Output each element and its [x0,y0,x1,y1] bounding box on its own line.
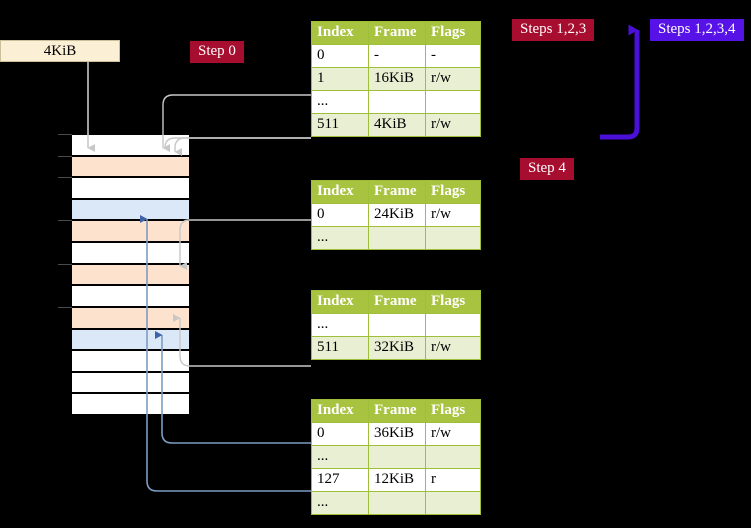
table-cell: ... [311,445,369,469]
memory-frame [71,285,190,307]
table-row: 0-- [311,44,481,68]
memory-frame-tick [58,155,72,157]
table-header-cell: Index [311,399,369,423]
table-header-cell: Index [311,180,369,204]
wire-steps-bracket [600,24,640,140]
badge-steps-123: Steps 1,2,3 [512,19,595,41]
table-cell: 32KiB [368,336,426,360]
memory-frame [71,242,190,264]
table-header-cell: Frame [368,180,426,204]
table-cell: r/w [425,113,481,137]
table-row: ... [311,491,481,515]
table-row: ... [311,226,481,250]
badge-step-0: Step 0 [190,41,244,63]
memory-frame [71,177,190,199]
table-cell: 16KiB [368,67,426,91]
memory-frame [71,371,190,394]
wire-t1-511-to-frame [174,137,311,156]
table-cell [425,313,481,337]
table-cell: ... [311,90,369,114]
table-header-cell: Frame [368,290,426,314]
virtual-page-label: 4KiB [43,42,77,59]
table-cell: 0 [311,203,369,227]
wire-t2-0-to-frame [179,219,311,270]
badge-step-4: Step 4 [520,158,574,180]
wire-t3-511-to-frame [173,314,311,367]
table-header-cell: Frame [368,21,426,45]
virtual-page-box: 4KiB [0,40,120,62]
table-row: ... [311,445,481,469]
memory-frame-tick [58,134,72,135]
table-header-cell: Frame [368,399,426,423]
memory-frame [71,134,190,156]
table-cell: 127 [311,468,369,492]
table-cell: - [425,44,481,68]
physical-memory-column [71,134,190,416]
table-cell: 4KiB [368,113,426,137]
table-cell [368,226,426,250]
table-cell: 511 [311,336,369,360]
table-cell: ... [311,491,369,515]
memory-frame [71,263,190,286]
table-cell: r [425,468,481,492]
table-row: ... [311,313,481,337]
memory-frame [71,306,190,329]
table-cell: 511 [311,113,369,137]
table-cell: - [368,44,426,68]
badge-steps-1234: Steps 1,2,3,4 [650,19,744,41]
table-cell [368,90,426,114]
table-header-cell: Flags [425,399,481,423]
table-cell [368,313,426,337]
memory-frame-tick [58,263,72,265]
table-cell [368,491,426,515]
table-row: ... [311,90,481,114]
table-header-cell: Flags [425,180,481,204]
table-cell: ... [311,226,369,250]
table-header-cell: Flags [425,290,481,314]
table-cell: r/w [425,422,481,446]
table-cell [425,226,481,250]
memory-frame [71,198,190,221]
table-cell: ... [311,313,369,337]
table-cell: 24KiB [368,203,426,227]
table-cell [368,445,426,469]
memory-frame [71,350,190,372]
memory-frame-tick [58,306,72,308]
memory-frame [71,155,190,178]
table-header-cell: Index [311,290,369,314]
memory-frame [71,328,190,351]
table-cell: r/w [425,203,481,227]
table-cell: r/w [425,67,481,91]
table-cell: 1 [311,67,369,91]
table-cell: 12KiB [368,468,426,492]
table-cell: r/w [425,336,481,360]
table-header-cell: Flags [425,21,481,45]
memory-frame-tick [58,177,72,179]
memory-frame [71,393,190,416]
table-cell [425,90,481,114]
table-cell [425,445,481,469]
memory-frame [71,220,190,243]
table-cell: 0 [311,422,369,446]
table-cell: 0 [311,44,369,68]
table-header-cell: Index [311,21,369,45]
table-cell [425,491,481,515]
table-cell: 36KiB [368,422,426,446]
memory-frame-tick [58,220,72,222]
